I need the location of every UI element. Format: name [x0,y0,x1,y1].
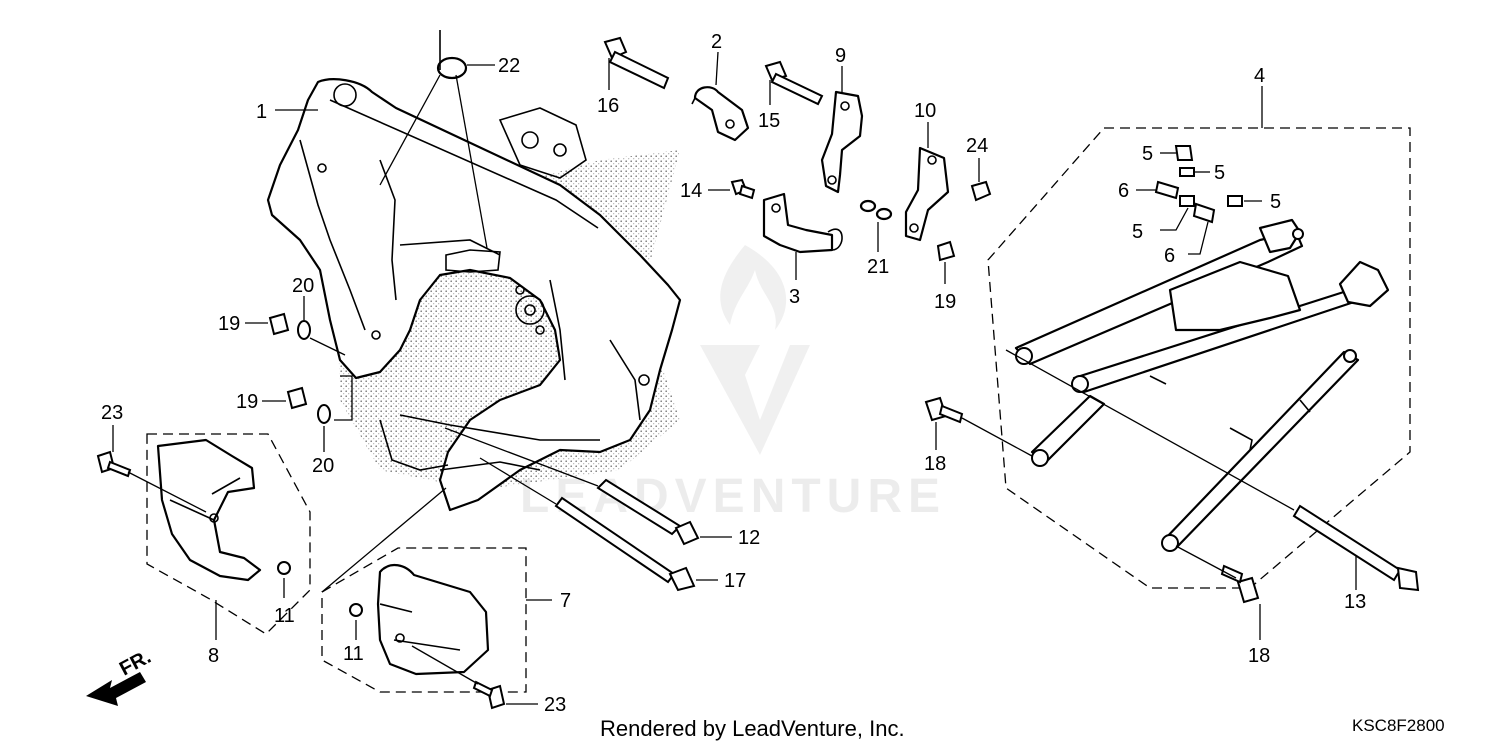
callout-9: 9 [835,45,846,67]
callout-7: 7 [560,590,571,612]
callout-6-a: 6 [1118,180,1129,202]
callout-6-b: 6 [1164,245,1175,267]
callout-19-lower-left: 19 [236,391,258,413]
callout-4: 4 [1254,65,1265,87]
callout-5-d: 5 [1132,221,1143,243]
clip-part-22 [379,30,495,249]
callout-21: 21 [867,256,889,278]
bracket-part-9 [820,66,864,194]
washer-part-20-upper [297,296,346,356]
watermark-text: LEADVENTURE [520,470,946,523]
callout-20-lower: 20 [312,455,334,477]
callout-5-a: 5 [1142,143,1153,165]
nut-part-24 [970,158,992,202]
bolt-part-17 [479,457,718,592]
callout-5-c: 5 [1270,191,1281,213]
callout-14: 14 [680,180,702,202]
footer-credit: Rendered by LeadVenture, Inc. [600,716,905,741]
callout-23-bottom: 23 [544,694,566,716]
bolt-part-18-lower [1175,545,1261,640]
callout-19-upper-left: 19 [218,313,240,335]
diagram-code: KSC8F2800 [1352,716,1445,735]
callout-labels: 1 22 16 2 15 9 10 24 14 3 21 19 4 5 5 6 … [101,31,1366,716]
callout-1: 1 [256,101,267,123]
callout-20-upper: 20 [292,275,314,297]
bracket-part-10 [904,122,950,242]
holder-part-3 [762,192,843,280]
guard-part-7-group [321,487,552,710]
callout-24: 24 [966,135,988,157]
front-direction-label: FR. [116,646,155,681]
bolt-part-12 [444,427,732,546]
callout-2: 2 [711,31,722,53]
callout-11-left: 11 [274,605,295,627]
front-direction-arrow-icon: FR. [86,646,155,706]
callout-19-top: 19 [934,291,956,313]
callout-18-upper: 18 [924,453,946,475]
callout-22: 22 [498,55,520,77]
callout-17: 17 [724,570,746,592]
callout-16: 16 [597,95,619,117]
clip-part-21 [859,199,893,252]
bolt-part-15 [764,60,824,106]
callout-5-b: 5 [1214,162,1225,184]
main-frame [266,78,682,512]
guard-part-8-group [96,425,311,640]
clip-part-2 [691,51,750,142]
callout-8: 8 [208,645,219,667]
nut-part-19-top [936,240,956,284]
nut-part-19-lower-left [262,386,308,410]
callout-3: 3 [789,286,800,308]
callout-23-left: 23 [101,402,123,424]
callout-15: 15 [758,110,780,132]
nut-part-19-upper-left [245,312,290,336]
callout-13: 13 [1344,591,1366,613]
clips-part-5-6 [1136,145,1262,255]
bolt-part-14 [708,178,756,200]
bolt-part-16 [603,36,670,90]
subframe-part-4 [987,86,1411,589]
washer-part-20-lower [317,375,353,452]
callout-10: 10 [914,100,936,122]
callout-11-center: 11 [343,643,364,665]
watermark-logo: LEADVENTURE [520,245,946,523]
callout-18-lower: 18 [1248,645,1270,667]
bolt-part-13 [1005,349,1420,592]
callout-12: 12 [738,527,760,549]
bolt-part-18-upper [924,396,1033,457]
